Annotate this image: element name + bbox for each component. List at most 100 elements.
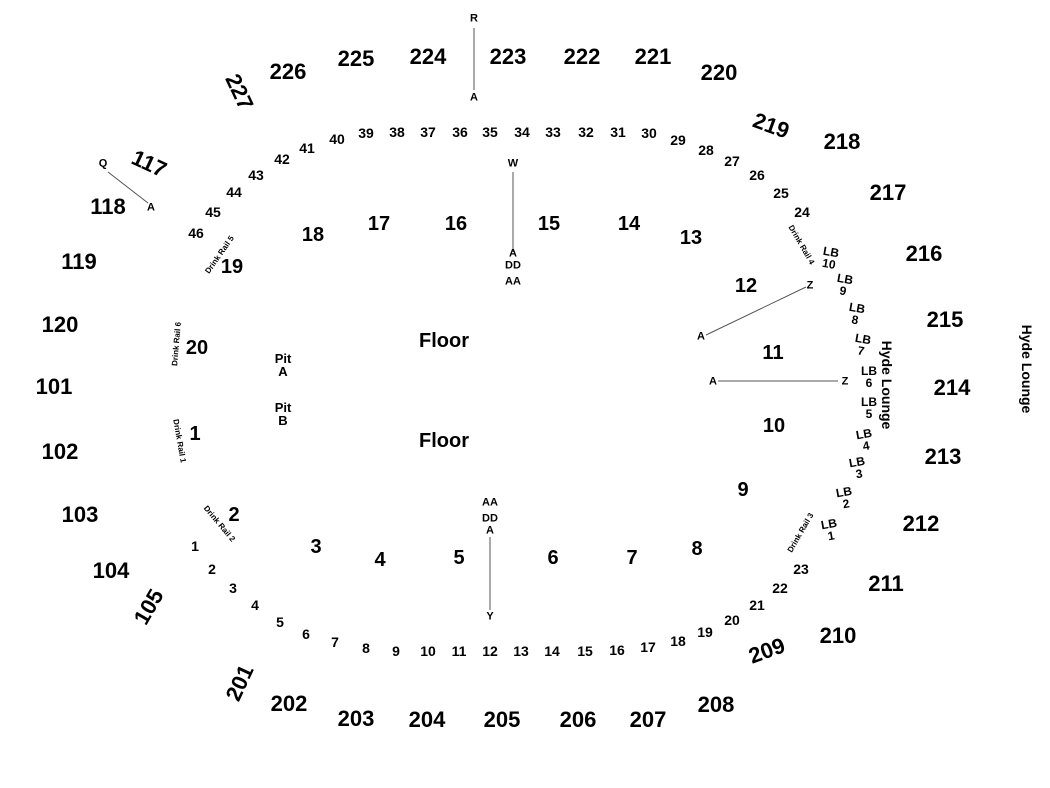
section-118[interactable]: 118 [90,194,126,219]
floor-section-13[interactable]: 13 [679,227,703,249]
section-101[interactable]: 101 [35,374,73,399]
inner-row-seat-15[interactable]: 15 [577,643,593,659]
inner-row-seat-43[interactable]: 43 [248,167,264,183]
floor-section-11[interactable]: 11 [762,342,784,364]
section-212[interactable]: 212 [902,511,940,536]
inner-row-seat-35[interactable]: 35 [482,124,498,140]
inner-row-seat-25[interactable]: 25 [773,185,789,201]
inner-row-seat-18[interactable]: 18 [670,633,686,649]
inner-row-seat-28[interactable]: 28 [698,142,714,158]
section-220[interactable]: 220 [700,60,738,85]
section-216[interactable]: 216 [905,241,943,266]
inner-row-seat-7[interactable]: 7 [331,634,339,650]
section-208[interactable]: 208 [697,692,735,717]
section-203[interactable]: 203 [337,706,375,731]
inner-row-seat-23[interactable]: 23 [793,561,809,577]
inner-row-seat-45[interactable]: 45 [205,204,221,220]
section-221[interactable]: 221 [634,44,672,69]
inner-row-seat-21[interactable]: 21 [749,597,765,613]
inner-row-seat-11[interactable]: 11 [451,643,467,659]
inner-row-seat-26[interactable]: 26 [749,167,765,183]
hyde-lounge-label[interactable]: Hyde Lounge [1019,324,1035,414]
inner-row-seat-20[interactable]: 20 [724,612,740,628]
inner-row-seat-31[interactable]: 31 [610,124,626,140]
floor-section-15[interactable]: 15 [537,213,561,235]
inner-row-seat-1[interactable]: 1 [191,538,199,554]
inner-row-seat-14[interactable]: 14 [544,643,560,659]
floor-section-14[interactable]: 14 [617,213,641,235]
inner-row-seat-2[interactable]: 2 [208,561,216,577]
floor-section-6[interactable]: 6 [547,547,559,569]
inner-row-seat-41[interactable]: 41 [299,140,315,156]
inner-row-seat-30[interactable]: 30 [641,125,657,141]
floor-section-12[interactable]: 12 [734,275,758,297]
section-104[interactable]: 104 [92,558,130,583]
inner-row-seat-12[interactable]: 12 [482,643,498,659]
inner-row-seat-37[interactable]: 37 [420,124,436,140]
inner-row-seat-9[interactable]: 9 [392,643,400,659]
section-226[interactable]: 226 [269,59,307,84]
inner-row-seat-34[interactable]: 34 [514,124,530,140]
section-119[interactable]: 119 [61,249,97,274]
inner-row-seat-44[interactable]: 44 [226,184,242,200]
floor-section-5[interactable]: 5 [453,547,465,569]
section-202[interactable]: 202 [270,691,308,716]
section-211[interactable]: 211 [868,571,904,596]
section-218[interactable]: 218 [823,129,861,154]
section-224[interactable]: 224 [409,44,447,69]
section-214[interactable]: 214 [933,375,971,400]
floor-section-18[interactable]: 18 [301,224,325,246]
hyde-lounge-label[interactable]: Hyde Lounge [879,340,895,430]
section-120[interactable]: 120 [41,312,79,337]
inner-row-seat-38[interactable]: 38 [389,124,405,140]
floor-section-20[interactable]: 20 [185,337,209,359]
inner-row-seat-4[interactable]: 4 [251,597,259,613]
floor-section-8[interactable]: 8 [691,538,703,560]
section-222[interactable]: 222 [563,44,601,69]
inner-row-seat-40[interactable]: 40 [329,131,345,147]
inner-row-seat-10[interactable]: 10 [420,643,436,659]
inner-row-seat-42[interactable]: 42 [274,151,290,167]
inner-row-seat-19[interactable]: 19 [697,624,713,640]
inner-row-seat-27[interactable]: 27 [724,153,740,169]
section-223[interactable]: 223 [489,44,527,69]
section-210[interactable]: 210 [819,623,857,648]
inner-row-seat-39[interactable]: 39 [358,125,374,141]
inner-row-seat-22[interactable]: 22 [772,580,788,596]
inner-row-seat-5[interactable]: 5 [276,614,284,630]
inner-row-seat-46[interactable]: 46 [188,225,204,241]
floor-section-4[interactable]: 4 [374,549,386,571]
inner-row-seat-29[interactable]: 29 [670,132,686,148]
section-206[interactable]: 206 [559,707,597,732]
floor-section-7[interactable]: 7 [626,547,638,569]
inner-row-seat-17[interactable]: 17 [640,639,656,655]
section-213[interactable]: 213 [924,444,962,469]
inner-row-seat-33[interactable]: 33 [545,124,561,140]
section-204[interactable]: 204 [408,707,446,732]
section-102[interactable]: 102 [41,439,79,464]
inner-row-seat-16[interactable]: 16 [609,642,625,658]
inner-row-seat-32[interactable]: 32 [578,124,594,140]
floor-section-1[interactable]: 1 [189,423,201,445]
floor-section-19[interactable]: 19 [220,256,244,278]
section-217[interactable]: 217 [869,180,907,205]
inner-row-seat-36[interactable]: 36 [452,124,468,140]
inner-row-seat-8[interactable]: 8 [362,640,370,656]
floor-section-9[interactable]: 9 [737,479,749,501]
section-225[interactable]: 225 [337,46,375,71]
section-215[interactable]: 215 [926,307,964,332]
section-103[interactable]: 103 [61,502,99,527]
inner-row-seat-24[interactable]: 24 [794,204,810,220]
inner-row-seat-3[interactable]: 3 [229,580,237,596]
section-207[interactable]: 207 [629,707,667,732]
floor-section-17[interactable]: 17 [367,213,391,235]
floor-section-2[interactable]: 2 [228,504,240,526]
floor-section-10[interactable]: 10 [762,415,786,437]
section-205[interactable]: 205 [483,707,521,732]
inner-row-seat-13[interactable]: 13 [513,643,529,659]
inner-row-seat-6[interactable]: 6 [302,626,310,642]
